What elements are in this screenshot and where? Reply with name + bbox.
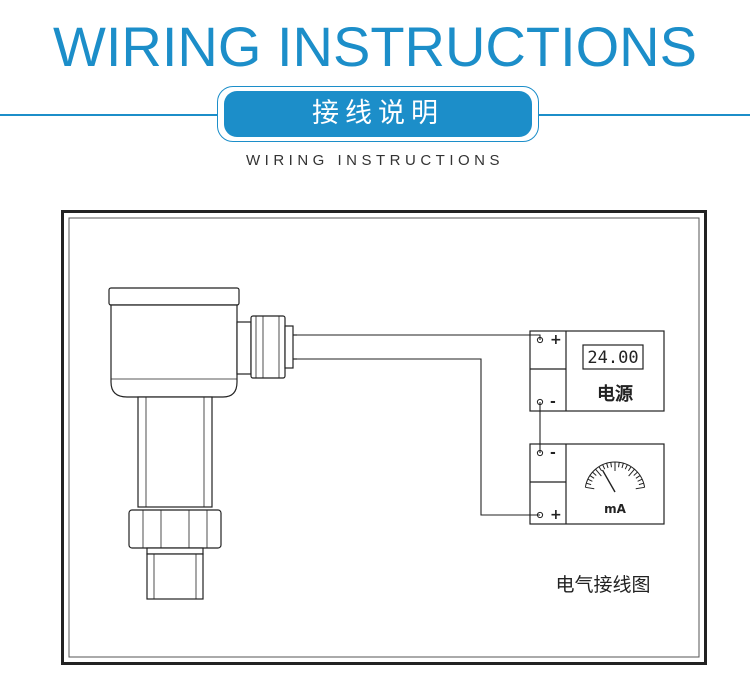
dial-tick xyxy=(606,463,609,469)
page-subtitle: WIRING INSTRUCTIONS xyxy=(246,152,504,169)
header-rule-left xyxy=(0,114,222,116)
wire-positive xyxy=(297,334,541,340)
dial-tick xyxy=(637,478,643,482)
dial-tick xyxy=(610,462,612,468)
wiring-diagram: + - 24.00 电源 - + mA 电气接线图 xyxy=(61,210,707,665)
dial-needle xyxy=(601,469,616,493)
dial-tick xyxy=(618,462,620,468)
page-title: WIRING INSTRUCTIONS xyxy=(53,15,697,78)
power-display-value: 24.00 xyxy=(587,348,638,368)
section-badge: 接线说明 xyxy=(224,91,532,137)
diagram-inner-frame xyxy=(68,217,700,658)
dial-tick xyxy=(586,482,592,486)
power-supply xyxy=(529,330,665,412)
meter-unit: mA xyxy=(604,502,627,516)
diagram-caption: 电气接线图 xyxy=(555,574,650,596)
dial-tick xyxy=(635,486,645,490)
power-minus-sign: - xyxy=(550,394,556,410)
dial-tick xyxy=(592,471,597,476)
power-plus-sign: + xyxy=(550,332,562,348)
dial-tick xyxy=(602,464,606,470)
wiring xyxy=(297,334,541,516)
dial-tick xyxy=(624,464,628,470)
wire-return xyxy=(297,358,540,516)
dial-tick xyxy=(627,466,632,472)
power-display xyxy=(582,344,644,370)
pressure-transmitter xyxy=(108,287,297,600)
dial-tick xyxy=(587,478,593,482)
meter-dial xyxy=(584,461,646,493)
dial-tick xyxy=(635,475,641,479)
dial-tick xyxy=(595,468,602,477)
diagram-outer-frame xyxy=(61,210,707,665)
header-rule-right xyxy=(534,114,750,116)
dial-tick xyxy=(598,466,603,472)
dial-tick xyxy=(633,471,638,476)
meter-minus-sign: - xyxy=(550,445,556,461)
dial-tick xyxy=(628,468,635,477)
dial-tick xyxy=(638,482,644,486)
dial-tick xyxy=(589,475,595,479)
dial-tick xyxy=(621,463,624,469)
power-label: 电源 xyxy=(597,383,633,405)
meter-plus-sign: + xyxy=(550,507,562,523)
dial-tick xyxy=(585,486,595,490)
